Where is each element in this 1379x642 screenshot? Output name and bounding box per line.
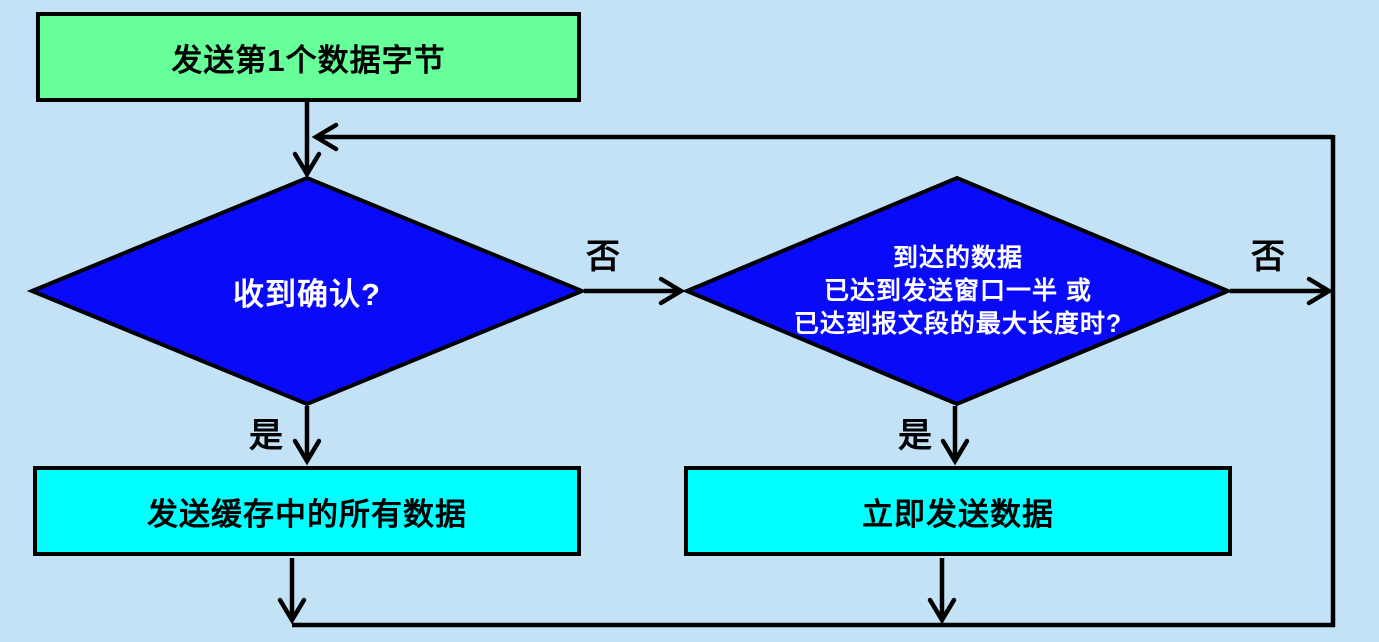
node-send-first-byte-label: 发送第1个数据字节 (171, 42, 446, 78)
edge-label-ack-no: 否 (586, 238, 620, 276)
edge-label-ack-yes: 是 (249, 417, 283, 455)
node-send-immediately: 立即发送数据 (684, 466, 1232, 556)
node-send-all-buffered: 发送缓存中的所有数据 (33, 466, 581, 556)
node-send-immediately-label: 立即发送数据 (862, 496, 1054, 532)
edge-label-threshold-yes: 是 (898, 417, 932, 455)
node-send-first-byte: 发送第1个数据字节 (36, 12, 581, 102)
decision-ack-diamond (26, 175, 588, 407)
decision-threshold-diamond (681, 175, 1234, 407)
edge-label-threshold-no: 否 (1251, 238, 1285, 276)
node-send-all-buffered-label: 发送缓存中的所有数据 (147, 496, 467, 532)
